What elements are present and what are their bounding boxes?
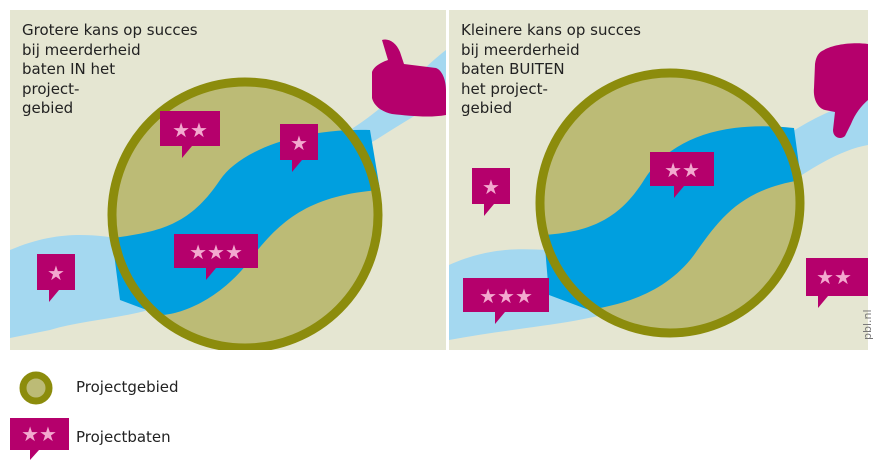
projectbaten-bubble: ★★ xyxy=(650,152,714,198)
projectbaten-bubble: ★ xyxy=(37,254,75,302)
svg-text:★★★: ★★★ xyxy=(479,284,533,308)
source-credit: pbl.nl xyxy=(861,309,874,340)
svg-text:★★: ★★ xyxy=(664,158,700,182)
river-dark xyxy=(544,126,801,310)
legend-label-projectbaten: Projectbaten xyxy=(76,428,171,446)
legend-item-projectgebied xyxy=(10,368,70,408)
panel-outside-illustration: ★★ ★ ★★★ ★★ xyxy=(449,10,868,350)
panel-inside-caption: Grotere kans op succes bij meerderheid b… xyxy=(22,21,198,117)
projectgebied-legend-icon xyxy=(19,371,53,405)
panel-outside: ★★ ★ ★★★ ★★ Kleinere kans op succes bij … xyxy=(449,10,868,350)
svg-text:★★: ★★ xyxy=(816,265,852,289)
legend-label-projectgebied: Projectgebied xyxy=(76,378,179,396)
panel-inside-illustration: ★★ ★ ★★★ ★ xyxy=(10,10,446,350)
projectbaten-bubble: ★★★ xyxy=(463,278,549,324)
river-dark xyxy=(112,129,380,315)
thumbs-down-icon xyxy=(813,43,868,138)
svg-text:★: ★ xyxy=(290,131,308,155)
svg-text:★★: ★★ xyxy=(21,422,57,446)
svg-text:★★★: ★★★ xyxy=(189,240,243,264)
panel-inside: ★★ ★ ★★★ ★ Grotere kans op succes bij me… xyxy=(10,10,446,350)
projectbaten-bubble: ★★ xyxy=(160,111,220,158)
thumbs-up-icon xyxy=(372,39,446,117)
projectbaten-bubble: ★ xyxy=(280,124,318,172)
projectbaten-legend-icon: ★★ xyxy=(10,418,69,460)
svg-text:★: ★ xyxy=(482,175,500,199)
projectbaten-bubble: ★★★ xyxy=(174,234,258,280)
svg-text:★★: ★★ xyxy=(172,118,208,142)
projectbaten-bubble: ★★ xyxy=(806,258,868,308)
svg-text:★: ★ xyxy=(47,261,65,285)
projectgebied-circle xyxy=(107,77,383,350)
projectgebied-circle xyxy=(535,68,805,338)
panel-outside-caption: Kleinere kans op succes bij meerderheid … xyxy=(461,21,641,117)
projectbaten-bubble: ★ xyxy=(472,168,510,216)
legend-item-projectbaten: ★★ xyxy=(10,416,74,461)
